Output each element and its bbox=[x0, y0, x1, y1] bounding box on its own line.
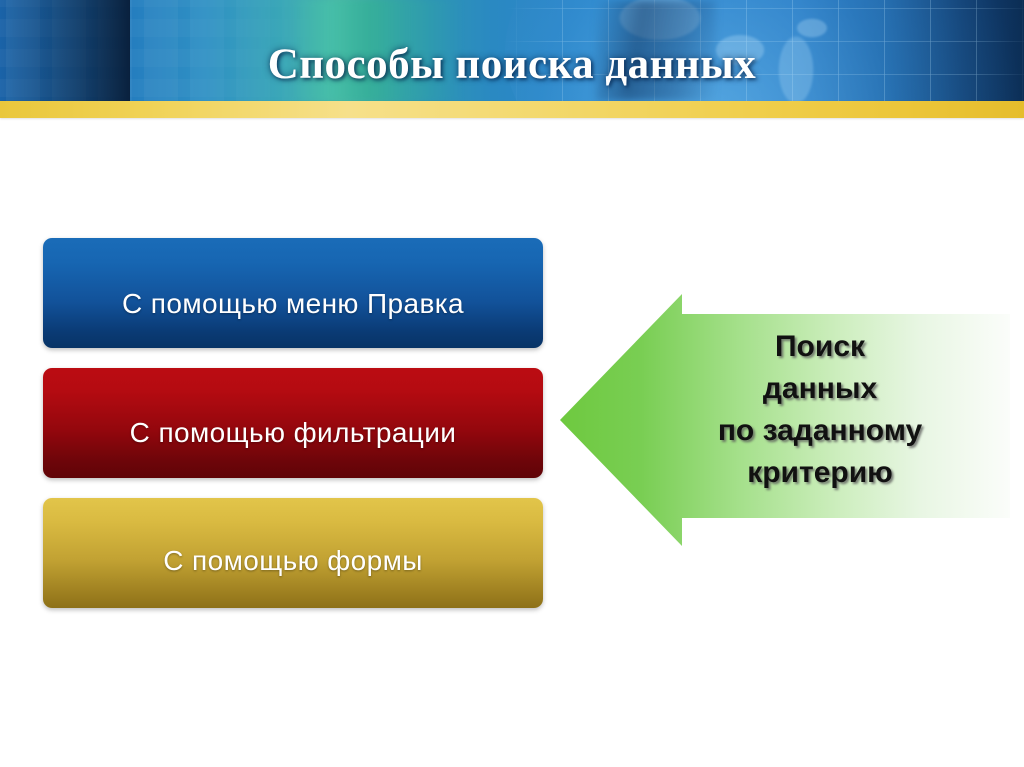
method-box-form-label: С помощью формы bbox=[163, 545, 423, 576]
header-banner bbox=[0, 0, 1024, 101]
callout-text: Поиск данных по заданному критерию bbox=[717, 330, 923, 489]
callout-arrow-left-icon bbox=[558, 290, 1010, 550]
method-box-filter[interactable]: С помощью фильтрации bbox=[43, 368, 543, 478]
arrow-shape bbox=[560, 294, 1010, 546]
method-box-menu[interactable]: С помощью меню Правка bbox=[43, 238, 543, 348]
page-title: Способы поиска данных bbox=[267, 41, 757, 88]
method-box-filter-label: С помощью фильтрации bbox=[129, 417, 457, 448]
banner-figure-silhouette bbox=[596, 0, 716, 101]
method-box-menu-label: С помощью меню Правка bbox=[121, 288, 464, 319]
banner-teal-highlight bbox=[292, 0, 462, 101]
globe-gridlines-graphic bbox=[470, 0, 1024, 101]
method-box-form[interactable]: С помощью формы bbox=[43, 498, 543, 608]
globe-icon bbox=[505, 0, 1024, 101]
banner-dark-corner bbox=[0, 0, 130, 101]
header-gold-divider bbox=[0, 101, 1024, 118]
